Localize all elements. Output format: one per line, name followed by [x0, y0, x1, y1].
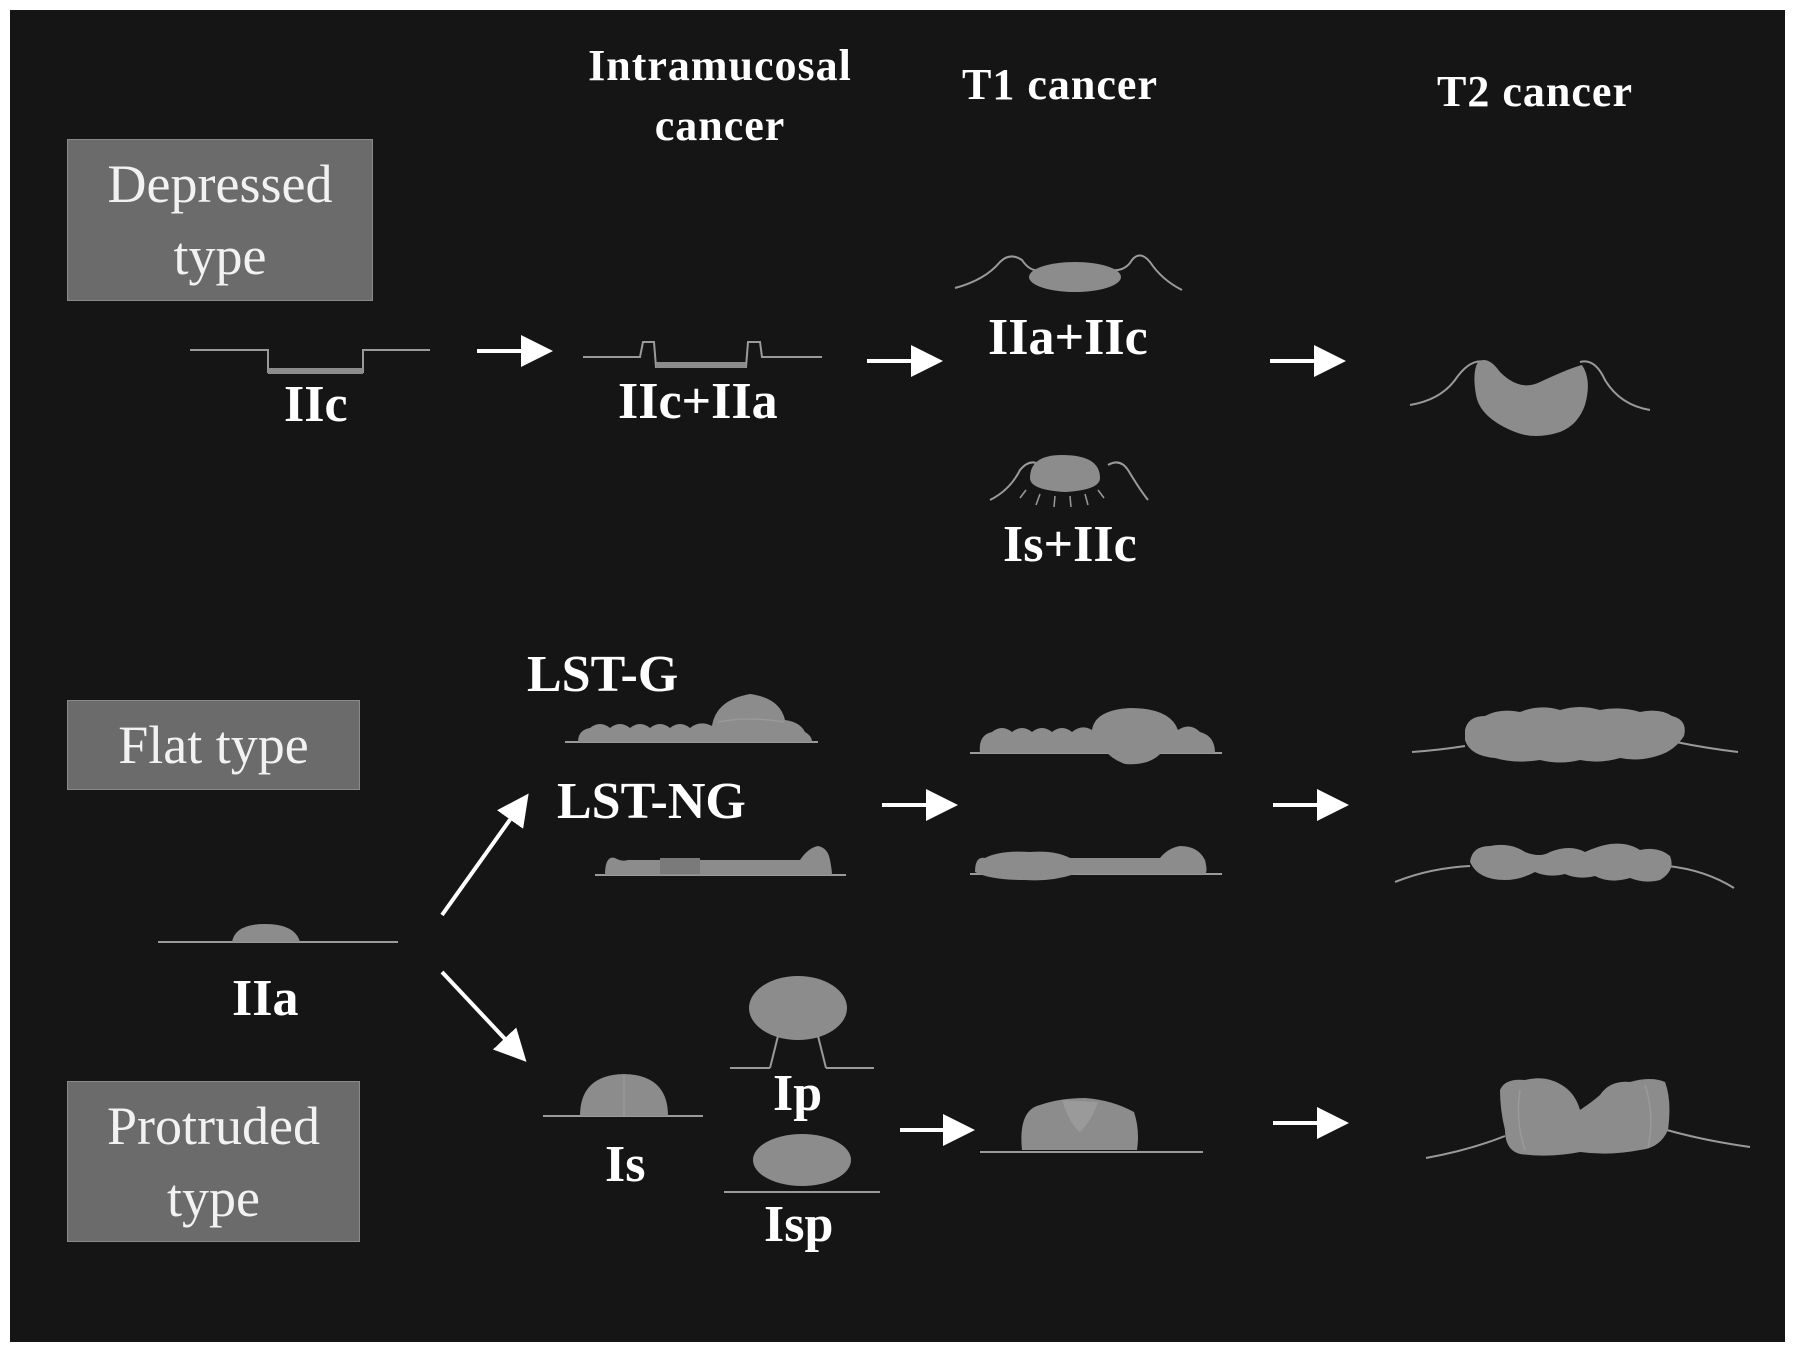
label-iia: IIa [232, 970, 299, 1027]
label-lst-ng: LST-NG [557, 773, 746, 830]
t1-lst-g-lesion-shape [970, 708, 1222, 765]
is-iic-lesion-shape [989, 455, 1149, 508]
t2-protruded-lesion-shape [1425, 1078, 1751, 1159]
iic-iia-lesion-shape [583, 341, 822, 368]
protruded-type-line2: type [167, 1167, 260, 1228]
ip-lesion-shape [730, 976, 874, 1069]
header-intramucosal-line2: cancer [654, 101, 786, 150]
t1-protruded-lesion-shape [980, 1098, 1203, 1153]
protruded-type-box: Protruded type [67, 1081, 360, 1242]
depressed-type-box: Depressed type [67, 139, 373, 301]
arrows [440, 335, 1349, 1146]
is-lesion-shape [543, 1074, 703, 1117]
header-t2: T2 cancer [1437, 67, 1633, 116]
flat-type-box: Flat type [67, 700, 360, 790]
t2-depressed-lesion-shape [1409, 359, 1651, 436]
label-isp: Isp [764, 1196, 834, 1253]
label-is-iic: Is+IIc [1003, 516, 1137, 573]
lst-ng-lesion-shape [595, 846, 846, 876]
t2-lst-ng-lesion-shape [1394, 843, 1735, 889]
protruded-type-line1: Protruded [107, 1095, 320, 1156]
label-ip: Ip [773, 1065, 823, 1122]
arrow-iia-to-lst [440, 793, 529, 917]
isp-lesion-shape [724, 1134, 880, 1193]
depressed-type-line1: Depressed [107, 154, 333, 214]
depressed-type-line2: type [173, 226, 267, 286]
t2-lst-g-lesion-shape [1411, 707, 1739, 763]
iia-lesion-shape [158, 924, 398, 943]
arrow-iia-to-is [440, 970, 527, 1062]
label-iic-iia: IIc+IIa [618, 373, 778, 430]
iia-iic-lesion-shape [954, 254, 1183, 292]
flat-type-label: Flat type [118, 715, 309, 775]
label-iia-iic: IIa+IIc [988, 309, 1148, 366]
header-intramucosal: Intramucosal cancer [540, 36, 900, 156]
label-is: Is [605, 1136, 646, 1193]
t1-lst-ng-lesion-shape [970, 846, 1222, 881]
lst-g-lesion-shape [565, 694, 818, 743]
label-lst-g: LST-G [527, 646, 679, 703]
iic-lesion-shape [190, 349, 430, 374]
header-t1: T1 cancer [962, 60, 1158, 109]
label-iic: IIc [284, 376, 348, 433]
header-intramucosal-line1: Intramucosal [588, 41, 852, 90]
